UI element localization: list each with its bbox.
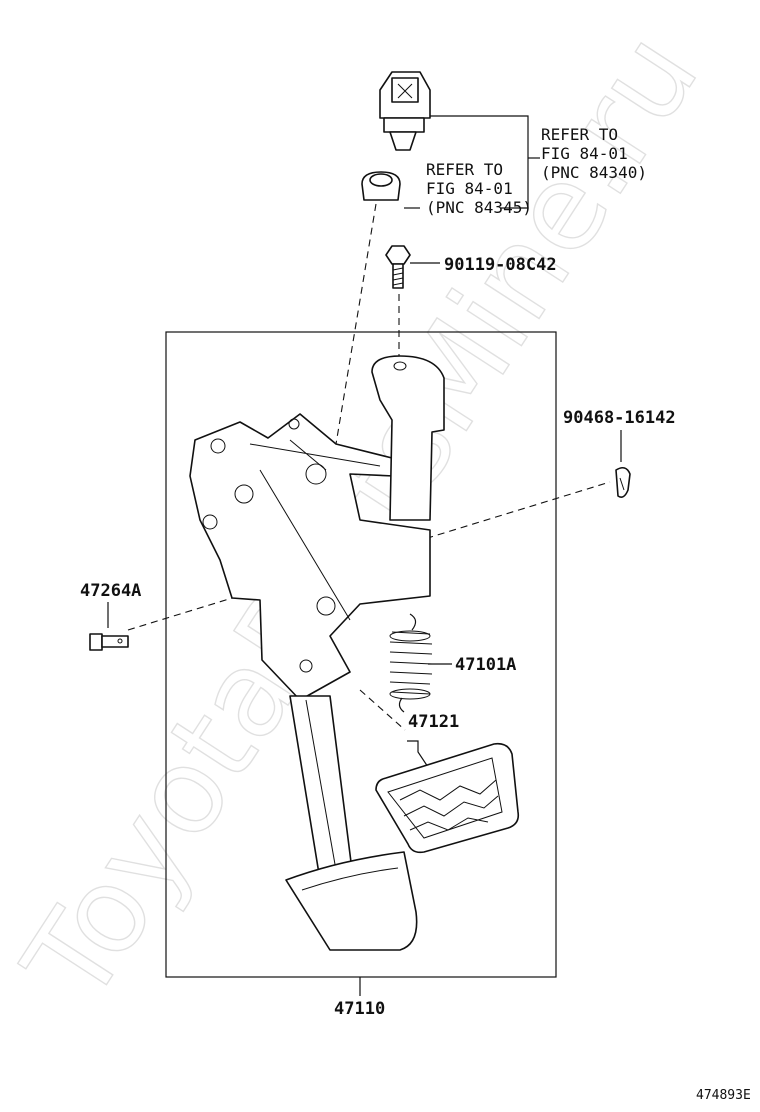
spring-part-number[interactable]: 47101A [455, 655, 516, 675]
pedal-bracket-icon [189, 413, 431, 701]
refer-switch-line1: REFER TO [541, 125, 618, 144]
clevis-pin-icon[interactable] [89, 633, 129, 651]
leader-lines [107, 115, 622, 996]
return-spring-icon[interactable] [389, 613, 433, 713]
clip-icon[interactable] [615, 466, 631, 498]
switch-plate-icon [371, 355, 445, 521]
switch-cushion-icon[interactable] [361, 171, 401, 201]
pedal-pad-icon[interactable] [375, 742, 520, 854]
clip-part-number[interactable]: 90468-16142 [563, 408, 676, 428]
refer-switch-line2: FIG 84-01 [541, 144, 628, 163]
bolt-part-number[interactable]: 90119-08C42 [444, 255, 557, 275]
pad-part-number[interactable]: 47121 [408, 712, 459, 732]
refer-cushion-line3: (PNC 84345) [426, 198, 532, 217]
refer-cushion-line1: REFER TO [426, 160, 503, 179]
assembly-frame [165, 331, 557, 978]
label-group: REFER TO FIG 84-01 (PNC 84340) REFER TO … [80, 125, 751, 1103]
refer-switch-line3: (PNC 84340) [541, 163, 647, 182]
figure-code: 474893E [696, 1088, 751, 1103]
bolt-icon[interactable] [385, 245, 411, 289]
pin-part-number[interactable]: 47264A [80, 581, 141, 601]
refer-cushion-line2: FIG 84-01 [426, 179, 513, 198]
brake-pedal-arm-icon [285, 695, 418, 951]
stop-lamp-switch-icon[interactable] [379, 71, 431, 151]
assembly-part-number[interactable]: 47110 [334, 999, 385, 1019]
